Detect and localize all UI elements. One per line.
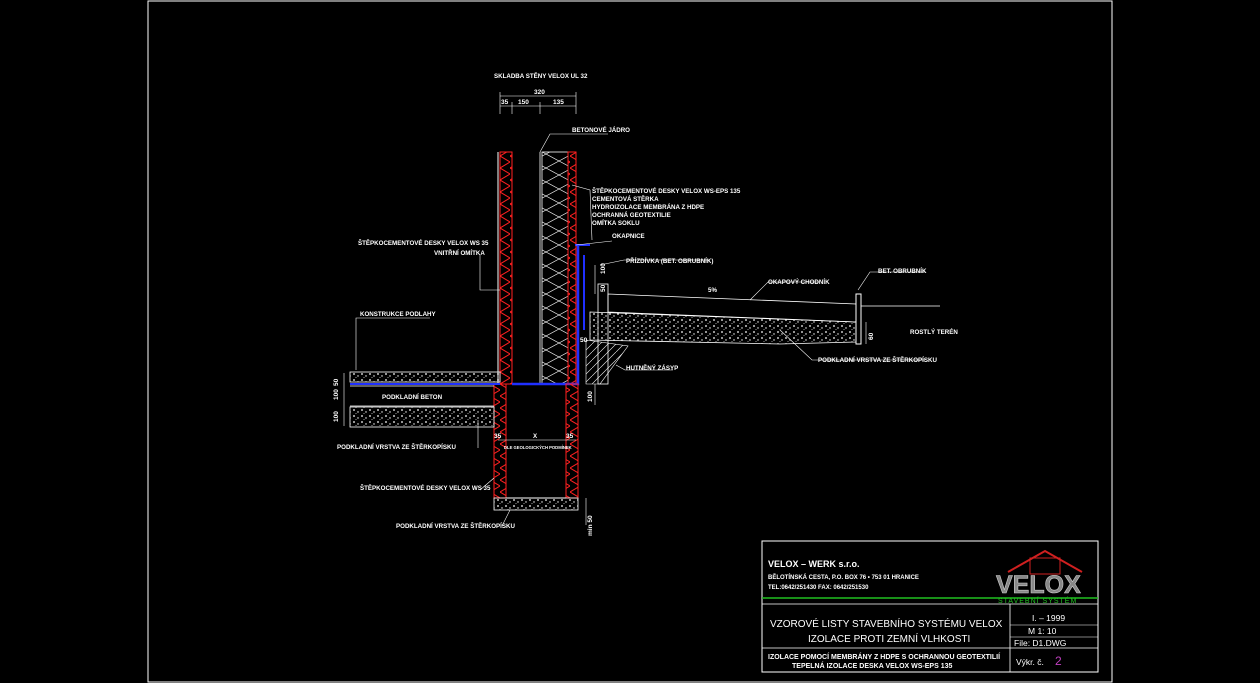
inner-ws35-board	[499, 151, 513, 385]
foundation	[493, 383, 579, 511]
sheet-scale: M 1: 10	[1028, 626, 1057, 636]
label-okapnice: OKAPNICE	[612, 233, 645, 240]
sheet-frame	[147, 0, 1113, 683]
sheet-title-1: VZOROVÉ LISTY STAVEBNÍHO SYSTÉMU VELOX	[770, 617, 1003, 630]
dim-135: 135	[553, 99, 564, 106]
dim-100-base: 100	[587, 391, 594, 402]
velox-logo: VELOX	[996, 571, 1081, 599]
leader-lines	[355, 133, 925, 527]
dim-50-a: 50	[600, 284, 607, 292]
label-zasyp: HUTNĚNÝ ZÁSYP	[626, 364, 678, 372]
label-left-omitka: VNITŘNÍ OMÍTKA	[434, 249, 485, 257]
sheet-subtitle-2: TEPELNÁ IZOLACE DESKA VELOX WS-EPS 135	[792, 661, 952, 670]
dim-min50: min 50	[587, 515, 594, 536]
label-obrubnik: BET. OBRUBNÍK	[878, 267, 927, 275]
label-podlaha: KONSTRUKCE PODLAHY	[360, 311, 437, 318]
label-core: BETONOVÉ JÁDRO	[572, 126, 630, 134]
layer-label-5: OMÍTKA SOKLU	[592, 219, 640, 227]
sheet-subtitle-1: IZOLACE POMOCÍ MEMBRÁNY Z HDPE S OCHRANN…	[768, 652, 1001, 661]
dim-50-b: 50	[333, 378, 340, 386]
label-gravel-right: PODKLADNÍ VRSTVA ZE ŠTĚRKOPÍSKU	[818, 356, 937, 364]
company-address: BĚLOTÍNSKÁ CESTA, P.O. BOX 76 • 753 01 H…	[768, 573, 919, 581]
label-beton: PODKLADNÍ BETON	[382, 393, 443, 401]
sheet-date: I. – 1999	[1032, 613, 1065, 623]
title-block	[761, 540, 1099, 673]
dimension-lines	[343, 92, 867, 525]
label-left-desky: ŠTĚPKOCEMENTOVÉ DESKY VELOX WS 35	[358, 239, 489, 247]
sheet-number-label: Výkr. č.	[1016, 657, 1044, 667]
section-header-label: SKLADBA STĚNY VELOX UL 32	[494, 72, 588, 80]
dim-total: 320	[534, 89, 545, 96]
label-chodnik: OKAPOVÝ CHODNÍK	[768, 278, 830, 286]
label-gravel-bottom: PODKLADNÍ VRSTVA ZE ŠTĚRKOPÍSKU	[396, 522, 515, 530]
wall-section	[497, 151, 590, 386]
label-prizdivka: PŘÍZDÍVKA (BET. OBRUBNÍK)	[626, 257, 713, 265]
dim-100-floor: 100	[333, 389, 340, 400]
dim-150: 150	[518, 99, 529, 106]
label-foot-desky: ŠTĚPKOCEMENTOVÉ DESKY VELOX WS 35	[360, 484, 491, 492]
foundation-gravel	[493, 497, 579, 511]
dim-50-c: 50	[580, 337, 588, 344]
sheet-number: 2	[1055, 654, 1062, 668]
outer-board	[567, 151, 577, 385]
dim-100-plinth: 100	[600, 263, 607, 274]
eps-insulation	[541, 151, 569, 385]
sheet-title-2: IZOLACE PROTI ZEMNÍ VLHKOSTI	[808, 632, 970, 645]
sheet-file: File: D1.DWG	[1014, 638, 1066, 648]
label-x: X	[533, 433, 538, 440]
floor-build-up	[349, 371, 501, 428]
dim-35: 35	[501, 99, 509, 106]
company-tel: TEL:0642/251430 FAX: 0642/251530	[768, 585, 869, 591]
velox-logo-roof	[1007, 549, 1083, 573]
label-slope: 5%	[708, 287, 717, 294]
label-geol: DLE GEOLOGICKÝCH PODMÍNEK	[504, 445, 572, 450]
velox-logo-sub: STAVEBNÍ SYSTÉM	[998, 596, 1077, 605]
layer-label-1: ŠTĚPKOCEMENTOVÉ DESKY VELOX WS-EPS 135	[592, 187, 741, 195]
exterior-paving	[585, 283, 940, 385]
dim-100-gravel: 100	[333, 411, 340, 422]
layer-label-3: HYDROIZOLACE MEMBRÁNA Z HDPE	[592, 204, 704, 211]
dim-100-right: 60	[868, 332, 875, 340]
dim-35-b: 35	[566, 433, 574, 440]
layer-label-2: CEMENTOVÁ STĚRKA	[592, 195, 659, 203]
company-name: VELOX – WERK s.r.o.	[768, 559, 860, 569]
label-teren: ROSTLÝ TERÉN	[910, 328, 958, 336]
layer-label-4: OCHRANNÁ GEOTEXTILIE	[592, 212, 671, 219]
label-gravel-left: PODKLADNÍ VRSTVA ZE ŠTĚRKOPÍSKU	[337, 443, 456, 451]
dim-35-a: 35	[494, 433, 502, 440]
